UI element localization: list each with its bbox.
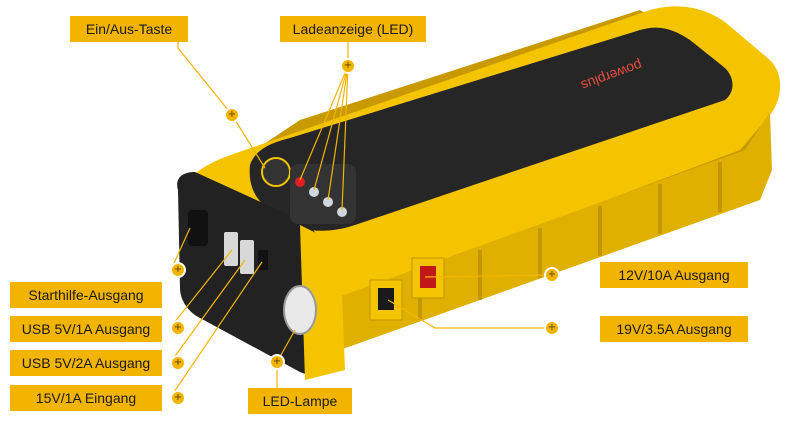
jump-start-port bbox=[188, 210, 208, 246]
label-charge-indicator: Ladeanzeige (LED) bbox=[280, 16, 426, 42]
marker-power-button: + bbox=[226, 109, 238, 121]
dc-input-port bbox=[258, 250, 268, 270]
label-usb-2a: USB 5V/2A Ausgang bbox=[10, 350, 162, 376]
marker-out-19v: + bbox=[546, 322, 558, 334]
label-out-19v: 19V/3.5A Ausgang bbox=[600, 316, 748, 342]
marker-jump-start: + bbox=[172, 264, 184, 276]
led-3 bbox=[323, 197, 333, 207]
marker-usb-1a: + bbox=[172, 322, 184, 334]
marker-out-12v: + bbox=[546, 269, 558, 281]
usb-port-1 bbox=[224, 232, 238, 266]
marker-usb-2a: + bbox=[172, 357, 184, 369]
label-out-12v: 12V/10A Ausgang bbox=[600, 262, 748, 288]
marker-charge-indicator: + bbox=[342, 60, 354, 72]
label-input-15v: 15V/1A Eingang bbox=[10, 385, 162, 411]
led-lamp-lens bbox=[283, 285, 317, 335]
device-front-frame bbox=[300, 225, 345, 380]
marker-input-15v: + bbox=[172, 392, 184, 404]
marker-led-lamp: + bbox=[271, 356, 283, 368]
label-usb-1a: USB 5V/1A Ausgang bbox=[10, 316, 162, 342]
led-2 bbox=[309, 187, 319, 197]
led-1 bbox=[295, 177, 305, 187]
label-led-lamp: LED-Lampe bbox=[248, 388, 352, 414]
label-power-button: Ein/Aus-Taste bbox=[70, 16, 188, 42]
usb-port-2 bbox=[240, 240, 254, 274]
device-top-panel bbox=[249, 27, 733, 231]
led-4 bbox=[337, 207, 347, 217]
label-jump-start-output: Starthilfe-Ausgang bbox=[10, 282, 162, 308]
power-button-shape bbox=[261, 157, 291, 187]
